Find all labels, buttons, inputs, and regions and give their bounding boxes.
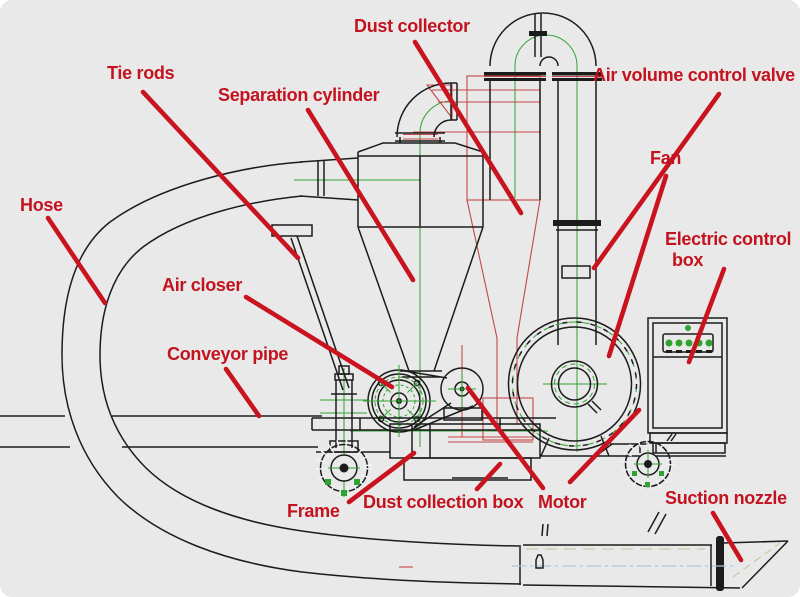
nozzle-grip <box>716 536 724 591</box>
hose-drawing <box>61 157 522 585</box>
label-conveyor-pipe: Conveyor pipe <box>167 344 289 364</box>
panel-button <box>685 339 693 347</box>
label-air-closer: Air closer <box>162 275 243 295</box>
leader-conveyor-pipe <box>223 366 262 419</box>
panel-button <box>665 339 673 347</box>
leader-dust-collection-box <box>474 461 503 492</box>
leader-air-volume-control-valve <box>591 91 722 271</box>
label-air-volume-control-valve: Air volume control valve <box>593 65 795 85</box>
leader-motor-2 <box>567 407 642 485</box>
panel-button <box>675 339 683 347</box>
leader-separation-cylinder <box>305 107 416 283</box>
label-electric-control-box-line1: Electric control <box>665 229 792 249</box>
stack-flange <box>553 220 601 226</box>
label-motor: Motor <box>538 492 587 512</box>
leader-lines <box>45 39 744 563</box>
return-bend-and-stack-drawing <box>484 12 602 345</box>
leader-hose <box>45 215 108 306</box>
label-tie-rods: Tie rods <box>107 63 175 83</box>
rear-wheel-drawing <box>621 437 675 491</box>
leader-suction-nozzle <box>710 510 744 563</box>
front-wheel-drawing <box>315 439 373 497</box>
panel-indicator <box>685 325 691 331</box>
conveyor-pipe-drawing <box>0 415 322 448</box>
air-volume-control-valve-drawing <box>561 265 591 279</box>
label-electric-control-box-line2: box <box>672 250 704 270</box>
leader-fan <box>606 173 669 359</box>
leader-tie-rods <box>140 89 301 261</box>
label-fan: Fan <box>650 148 682 168</box>
electric-control-box-drawing <box>647 317 728 454</box>
suction-pipe-drawing <box>399 511 789 591</box>
leader-electric-control-box <box>686 266 727 365</box>
fan-drawing <box>507 317 642 457</box>
leader-motor <box>465 385 546 491</box>
label-suction-nozzle: Suction nozzle <box>665 488 787 508</box>
leader-dust-collector <box>412 39 524 216</box>
tie-rods-drawing <box>271 224 350 391</box>
leader-air-closer <box>243 294 395 390</box>
panel-button <box>705 339 713 347</box>
label-frame: Frame <box>287 501 340 521</box>
label-hose: Hose <box>20 195 63 215</box>
centerlines-green <box>294 34 607 497</box>
frame-drawing <box>311 365 726 457</box>
leader-frame <box>346 450 417 505</box>
label-separation-cylinder: Separation cylinder <box>218 85 380 105</box>
label-dust-collector: Dust collector <box>354 16 470 36</box>
label-dust-collection-box: Dust collection box <box>363 492 524 512</box>
dust-collector-drawing <box>403 75 602 443</box>
